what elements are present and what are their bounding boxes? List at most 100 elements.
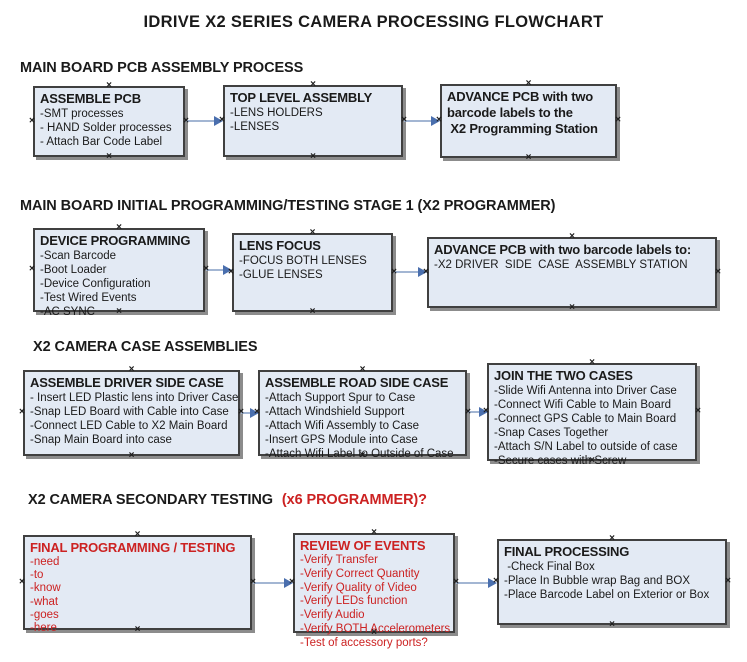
connector-handle-icon: × bbox=[134, 529, 141, 540]
box-item: -Attach S/N Label to outside of case bbox=[494, 441, 678, 453]
box-item: -Slide Wifi Antenna into Driver Case bbox=[494, 385, 677, 397]
box-item: -need bbox=[30, 556, 60, 568]
box-item: -X2 DRIVER SIDE CASE ASSEMBLY STATION bbox=[434, 259, 688, 271]
box-item: -Attach Windshield Support bbox=[265, 406, 405, 418]
connector-handle-icon: × bbox=[725, 575, 731, 587]
flow-arrow bbox=[394, 267, 427, 277]
connector-handle-icon: × bbox=[183, 115, 189, 126]
flow-arrow bbox=[241, 408, 259, 418]
flow-box-lens-focus: LENS FOCUS -FOCUS BOTH LENSES -GLUE LENS… bbox=[228, 228, 397, 317]
box-item: -what bbox=[30, 595, 59, 608]
flow-arrow bbox=[206, 265, 232, 275]
connector-handle-icon: × bbox=[19, 406, 25, 418]
box-item: -LENSES bbox=[230, 121, 280, 133]
box-item: - HAND Solder processes bbox=[40, 122, 172, 134]
connector-handle-icon: × bbox=[116, 306, 122, 317]
flow-box-device-programming: DEVICE PROGRAMMING -Scan Barcode -Boot L… bbox=[29, 223, 209, 319]
flow-arrow bbox=[253, 578, 293, 588]
box-item: -Connect LED Cable to X2 Main Board bbox=[30, 420, 228, 432]
box-item: -Test of accessory ports? bbox=[300, 636, 428, 649]
box-item: -Device Configuration bbox=[40, 278, 151, 290]
connector-handle-icon: × bbox=[371, 527, 377, 538]
box-item: -goes bbox=[30, 608, 59, 621]
flow-arrow bbox=[186, 116, 223, 126]
flow-box-advance-pcb-programming-station: ADVANCE PCB with two barcode labels to t… bbox=[436, 79, 621, 163]
connector-handle-icon: × bbox=[525, 78, 532, 89]
section-heading-case-assemblies: X2 CAMERA CASE ASSEMBLIES bbox=[33, 339, 258, 355]
box-item: -Attach Support Spur to Case bbox=[265, 392, 416, 404]
flow-arrow bbox=[468, 407, 488, 417]
box-item: - Attach Bar Code Label bbox=[40, 136, 163, 148]
flow-box-advance-pcb-driver-side: ADVANCE PCB with two barcode labels to: … bbox=[423, 232, 721, 313]
connector-handle-icon: × bbox=[371, 627, 377, 638]
box-title: ASSEMBLE PCB bbox=[40, 91, 141, 106]
box-item: -Snap Cases Together bbox=[494, 427, 609, 439]
connector-handle-icon: × bbox=[569, 302, 575, 313]
box-title: ASSEMBLE DRIVER SIDE CASE bbox=[30, 375, 224, 390]
box-item: -Verify Quality of Video bbox=[300, 581, 417, 594]
box-item: -Test Wired Events bbox=[40, 292, 137, 304]
box-item: -Snap Main Board into case bbox=[30, 434, 172, 446]
flow-box-top-level-assembly: TOP LEVEL ASSEMBLY -LENS HOLDERS -LENSES… bbox=[219, 80, 407, 162]
box-item: -Check Final Box bbox=[504, 561, 595, 573]
box-title: JOIN THE TWO CASES bbox=[494, 368, 633, 383]
connector-handle-icon: × bbox=[29, 115, 35, 126]
connector-handle-icon: × bbox=[715, 266, 721, 277]
box-item: -Verify Audio bbox=[300, 609, 365, 622]
connector-handle-icon: × bbox=[238, 406, 244, 418]
box-item: -Place Barcode Label on Exterior or Box bbox=[504, 589, 710, 601]
connector-handle-icon: × bbox=[19, 576, 25, 587]
box-item: -Scan Barcode bbox=[40, 250, 117, 262]
connector-handle-icon: × bbox=[493, 575, 499, 587]
connector-handle-icon: × bbox=[589, 455, 595, 466]
connector-handle-icon: × bbox=[309, 306, 316, 317]
connector-handle-icon: × bbox=[128, 450, 135, 461]
flow-box-review-of-events: REVIEW OF EVENTS -Verify Transfer -Verif… bbox=[289, 528, 459, 649]
box-title: FINAL PROGRAMMING / TESTING bbox=[30, 540, 236, 555]
connector-handle-icon: × bbox=[250, 576, 256, 587]
box-item: -Attach Wifi Assembly to Case bbox=[265, 420, 420, 432]
box-item: -GLUE LENSES bbox=[239, 269, 323, 281]
connector-handle-icon: × bbox=[391, 266, 397, 277]
box-item: -LENS HOLDERS bbox=[230, 107, 323, 119]
connector-handle-icon: × bbox=[134, 624, 141, 635]
connector-handle-icon: × bbox=[401, 114, 407, 126]
connector-handle-icon: × bbox=[465, 406, 471, 418]
connector-handle-icon: × bbox=[359, 450, 366, 461]
connector-handle-icon: × bbox=[106, 151, 112, 162]
flow-box-final-processing: FINAL PROCESSING -Check Final Box -Place… bbox=[493, 534, 731, 630]
connector-handle-icon: × bbox=[436, 114, 442, 126]
connector-handle-icon: × bbox=[116, 222, 122, 233]
flow-arrow bbox=[456, 578, 497, 588]
box-title: ASSEMBLE ROAD SIDE CASE bbox=[265, 375, 449, 390]
box-item: -Place In Bubble wrap Bag and BOX bbox=[504, 575, 691, 587]
connector-handle-icon: × bbox=[219, 114, 225, 126]
box-item: -Insert GPS Module into Case bbox=[265, 434, 418, 446]
box-item: -Attach Wifi Label to Outside of Case bbox=[265, 448, 454, 460]
box-item: -Verify Correct Quantity bbox=[300, 567, 420, 580]
box-item: -Snap LED Board with Cable into Case bbox=[30, 406, 229, 418]
connector-handle-icon: × bbox=[254, 406, 260, 418]
connector-handle-icon: × bbox=[106, 80, 112, 91]
flow-box-assemble-driver-side-case: ASSEMBLE DRIVER SIDE CASE - Insert LED P… bbox=[19, 365, 244, 461]
box-title: DEVICE PROGRAMMING bbox=[40, 233, 191, 248]
box-title: LENS FOCUS bbox=[239, 238, 321, 253]
connector-handle-icon: × bbox=[289, 576, 295, 588]
connector-handle-icon: × bbox=[453, 576, 459, 588]
connector-handle-icon: × bbox=[359, 364, 366, 375]
box-title: REVIEW OF EVENTS bbox=[300, 538, 426, 553]
box-item: -here bbox=[30, 622, 57, 635]
flow-box-final-programming-testing: FINAL PROGRAMMING / TESTING -need -to -k… bbox=[19, 530, 256, 635]
flow-box-assemble-road-side-case: ASSEMBLE ROAD SIDE CASE -Attach Support … bbox=[254, 365, 471, 461]
connector-handle-icon: × bbox=[483, 405, 489, 417]
box-item: -Connect GPS Cable to Main Board bbox=[494, 413, 677, 425]
section-heading-initial-programming: MAIN BOARD INITIAL PROGRAMMING/TESTING S… bbox=[20, 198, 556, 214]
connector-handle-icon: × bbox=[310, 79, 316, 90]
box-item: - Insert LED Plastic lens into Driver Ca… bbox=[30, 392, 239, 404]
connector-handle-icon: × bbox=[228, 266, 234, 277]
box-item: -SMT processes bbox=[40, 108, 124, 120]
connector-handle-icon: × bbox=[525, 152, 532, 163]
connector-handle-icon: × bbox=[615, 114, 621, 126]
connector-handle-icon: × bbox=[589, 357, 595, 368]
connector-handle-icon: × bbox=[609, 619, 615, 630]
